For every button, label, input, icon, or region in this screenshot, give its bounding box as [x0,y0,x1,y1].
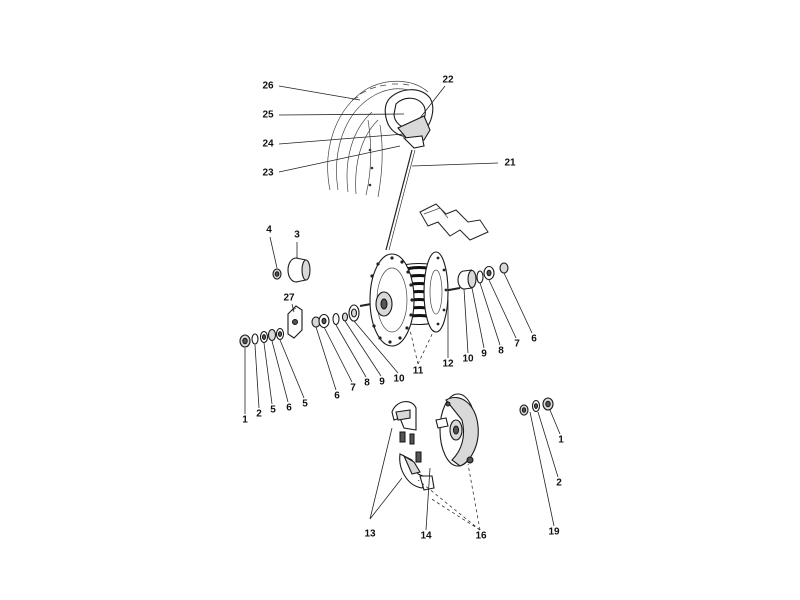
label-10: 10 [393,374,405,385]
label-1: 1 [558,435,564,446]
part-13-brake-shoes [391,401,435,491]
label-9: 9 [481,349,487,360]
label-9: 9 [379,377,385,388]
label-21: 21 [504,158,516,169]
label-24: 24 [262,139,274,150]
spoke-hole-icon [370,166,374,170]
label-25: 25 [262,110,274,121]
label-5: 5 [302,399,308,410]
label-6: 6 [286,403,292,414]
right-nut-washers [519,397,554,416]
spoke-hole-icon [368,148,372,152]
label-12: 12 [442,359,454,370]
label-4: 4 [266,225,272,236]
label-26: 26 [262,81,274,92]
flange-spoke-holes [370,256,414,344]
label-8: 8 [498,346,504,357]
spoke-hole-icon [368,183,372,187]
left-hub-bearing-set [311,304,360,329]
part-16-brake-plate [435,393,479,467]
dashed-leader-lines [409,329,481,531]
label-11: 11 [413,366,424,377]
label-19: 19 [548,527,560,538]
label-2: 2 [256,409,262,420]
label-3: 3 [294,230,300,241]
hub-assembly [359,251,461,347]
left-nut-washers [239,327,285,348]
label-22: 22 [442,75,454,86]
label-2: 2 [556,478,562,489]
label-10: 10 [462,354,474,365]
direction-arrow-icon [419,203,489,241]
label-6: 6 [334,391,340,402]
label-13: 13 [364,529,376,540]
part-27-bracket [287,305,303,339]
label-6: 6 [531,334,537,345]
label-23: 23 [262,168,274,179]
part-labels: 1 2 5 6 5 6 7 8 9 10 11 12 10 9 8 7 6 4 … [242,75,564,542]
tire-and-mudguard [327,80,434,251]
label-14: 14 [420,531,432,542]
right-hub-bearing-set [457,262,509,290]
label-27: 27 [283,293,295,304]
label-5: 5 [270,405,276,416]
label-7: 7 [514,339,520,350]
part-3-bushing [287,257,311,283]
label-8: 8 [364,378,370,389]
leader-lines [244,85,561,531]
label-16: 16 [475,531,487,542]
label-1: 1 [242,415,248,426]
label-7: 7 [350,383,356,394]
part-4-nut [272,268,282,280]
